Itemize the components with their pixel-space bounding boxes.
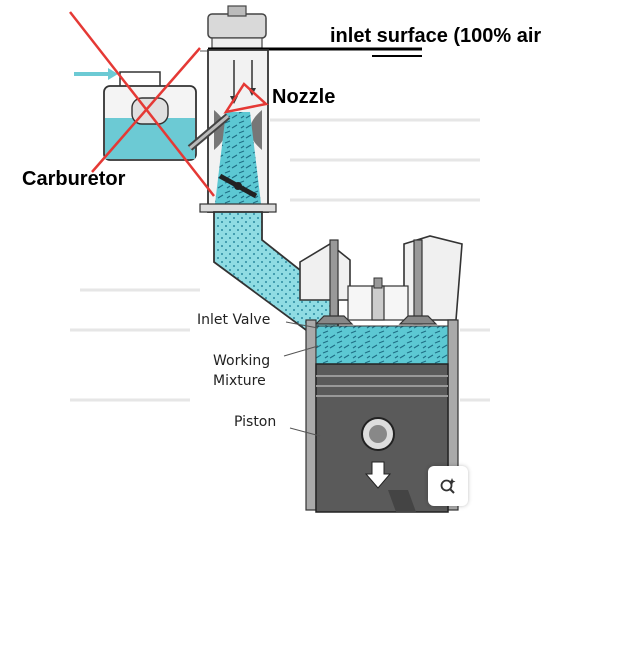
label-leaders	[283, 321, 321, 437]
nozzle-label: Nozzle	[272, 86, 336, 108]
throttle-valve	[218, 173, 258, 199]
working-mixture-label-line2: Mixture	[213, 373, 266, 389]
float-chamber	[74, 68, 197, 161]
red-cross	[69, 11, 215, 197]
spark-plug	[371, 277, 385, 321]
background-text-lines	[70, 118, 490, 402]
visual-search-icon	[440, 478, 456, 494]
inlet-valve	[314, 239, 354, 325]
air-filter-cap	[207, 5, 267, 49]
venturi-tube	[199, 49, 277, 213]
visual-search-button[interactable]	[428, 466, 468, 506]
nozzle-marker	[223, 82, 269, 114]
piston-label: Piston	[234, 414, 277, 430]
piston	[315, 363, 449, 513]
fuel-jet	[187, 113, 231, 151]
working-mixture	[315, 325, 449, 365]
exhaust-valve	[398, 239, 438, 325]
carburetor-label: Carburetor	[22, 168, 126, 190]
working-mixture-label-line1: Working	[213, 353, 271, 369]
inlet-valve-label: Inlet Valve	[197, 312, 271, 328]
inlet-surface-label: inlet surface (100% air	[330, 25, 542, 47]
